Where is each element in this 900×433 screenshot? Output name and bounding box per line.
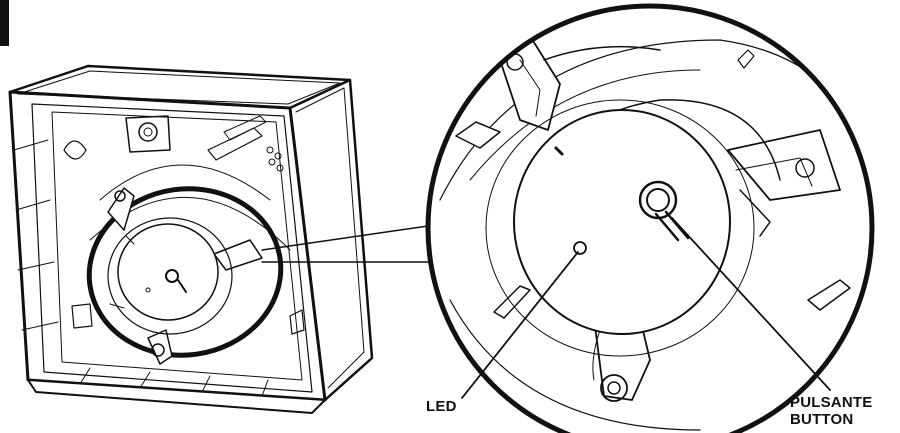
zoom-circle-border — [425, 3, 875, 433]
magnified-view — [439, 35, 872, 431]
small-fan-assembly — [107, 187, 263, 365]
led-label: LED — [426, 398, 457, 415]
button-label-line2: BUTTON — [790, 411, 854, 428]
button-leader-line — [671, 217, 831, 391]
button-label: PULSANTE BUTTON — [790, 394, 872, 428]
button-keyhole — [638, 180, 690, 242]
highlight-ring — [86, 186, 284, 358]
page-corner-mark — [0, 0, 9, 46]
button-label-line1: PULSANTE — [790, 394, 873, 411]
zoom-connector-upper — [261, 225, 429, 251]
led-leader-line — [461, 251, 579, 399]
motor-hub — [513, 109, 731, 335]
led-indicator — [573, 241, 587, 255]
